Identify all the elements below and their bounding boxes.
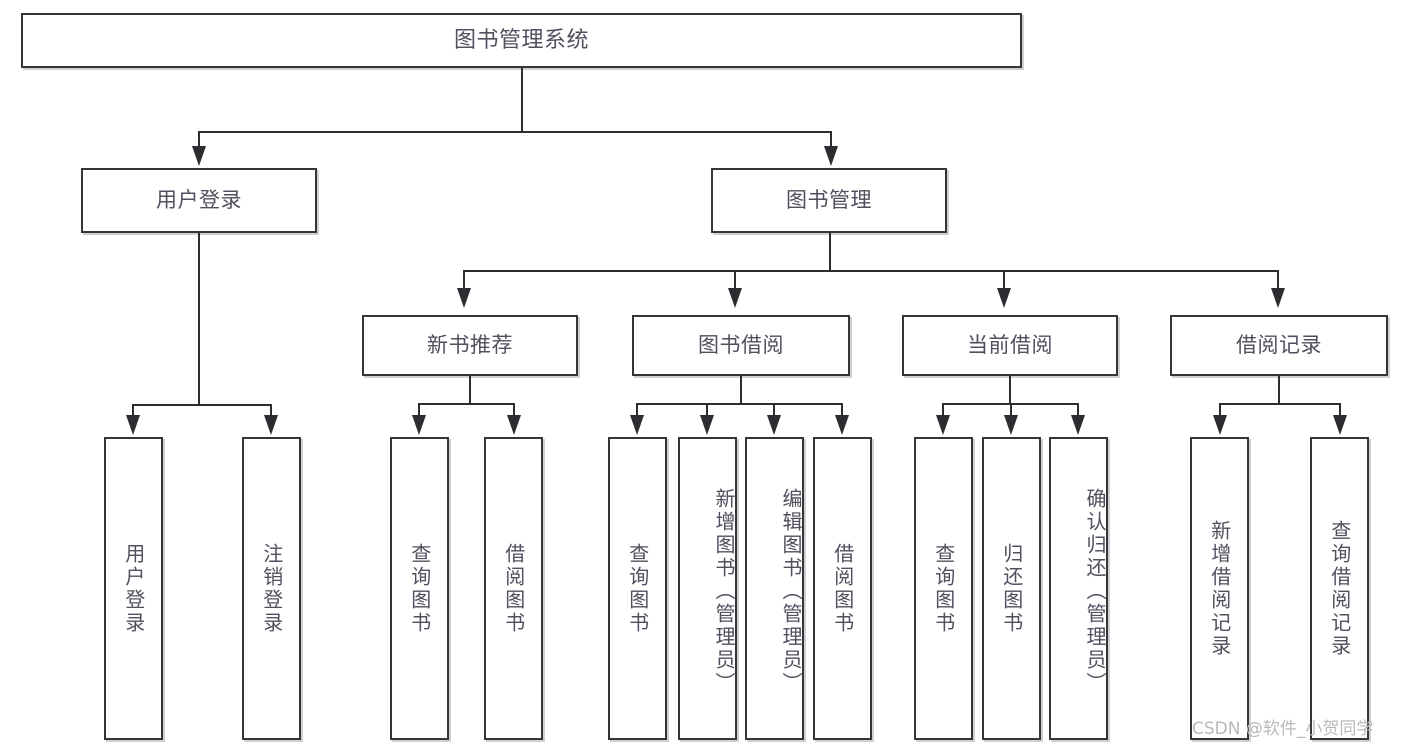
- connector-root-stem: [521, 68, 523, 132]
- arrow-to-book-management: [824, 146, 838, 166]
- arrow-to-recommend-leaf-2: [507, 415, 521, 435]
- arrow-to-book-borrow: [728, 288, 742, 308]
- leaf-recommend-borrow-book[interactable]: 借阅图书: [484, 437, 543, 740]
- leaf-borrow-query-book[interactable]: 查询图书: [608, 437, 667, 740]
- connector-current-leg-3: [1077, 403, 1079, 417]
- connector-book-mgmt-stem: [829, 233, 831, 271]
- connector-current-stem: [1009, 376, 1011, 404]
- leaf-record-add-borrow-record[interactable]: 新增借阅记录: [1190, 437, 1249, 740]
- connector-borrow-leg-1: [636, 403, 638, 417]
- node-borrow-record[interactable]: 借阅记录: [1170, 315, 1388, 376]
- arrow-to-borrow-record: [1271, 288, 1285, 308]
- connector-l3-leg-1: [463, 270, 465, 290]
- connector-borrow-leg-2: [706, 403, 708, 417]
- arrow-to-borrow-leaf-4: [835, 415, 849, 435]
- arrow-to-record-leaf-2: [1333, 415, 1347, 435]
- connector-current-leg-1: [942, 403, 944, 417]
- connector-record-stem: [1278, 376, 1280, 404]
- arrow-to-borrow-leaf-3: [767, 415, 781, 435]
- connector-user-login-bus: [132, 404, 270, 406]
- leaf-current-query-book[interactable]: 查询图书: [914, 437, 973, 740]
- connector-record-bus: [1219, 403, 1340, 405]
- arrow-to-borrow-leaf-2: [700, 415, 714, 435]
- connector-recommend-bus: [418, 403, 514, 405]
- leaf-record-query-borrow-record[interactable]: 查询借阅记录: [1310, 437, 1369, 740]
- leaf-user-login[interactable]: 用户登录: [104, 437, 163, 740]
- node-book-management[interactable]: 图书管理: [711, 168, 947, 233]
- leaf-current-return-book[interactable]: 归还图书: [982, 437, 1041, 740]
- arrow-to-recommend-leaf-1: [412, 415, 426, 435]
- arrow-to-login-leaf-2: [264, 415, 278, 435]
- leaf-current-confirm-return-admin[interactable]: 确认归还（管理员）: [1049, 437, 1108, 740]
- connector-root-leg-1: [198, 131, 200, 149]
- connector-user-login-leg-1: [132, 404, 134, 417]
- arrow-to-current-leaf-1: [936, 415, 950, 435]
- connector-borrow-leg-3: [773, 403, 775, 417]
- arrow-to-new-book-recommend: [457, 288, 471, 308]
- arrow-to-login-leaf-1: [126, 415, 140, 435]
- leaf-borrow-borrow-book[interactable]: 借阅图书: [813, 437, 872, 740]
- arrow-to-user-login: [192, 146, 206, 166]
- connector-recommend-stem: [469, 376, 471, 404]
- arrow-to-record-leaf-1: [1213, 415, 1227, 435]
- connector-root-leg-2: [830, 131, 832, 149]
- node-root-book-management-system[interactable]: 图书管理系统: [21, 13, 1022, 68]
- node-user-login[interactable]: 用户登录: [81, 168, 317, 233]
- connector-recommend-leg-1: [418, 403, 420, 417]
- arrow-to-current-leaf-3: [1071, 415, 1085, 435]
- connector-borrow-stem: [740, 376, 742, 404]
- node-book-borrow[interactable]: 图书借阅: [632, 315, 850, 376]
- connector-root-bus: [198, 131, 832, 133]
- connector-l3-leg-3: [1003, 270, 1005, 290]
- leaf-borrow-add-book-admin[interactable]: 新增图书（管理员）: [678, 437, 737, 740]
- connector-user-login-stem: [198, 233, 200, 405]
- connector-current-leg-2: [1010, 403, 1012, 417]
- arrow-to-current-leaf-2: [1004, 415, 1018, 435]
- leaf-borrow-edit-book-admin[interactable]: 编辑图书（管理员）: [745, 437, 804, 740]
- leaf-recommend-query-book[interactable]: 查询图书: [390, 437, 449, 740]
- connector-borrow-bus: [636, 403, 843, 405]
- arrow-to-borrow-leaf-1: [630, 415, 644, 435]
- connector-recommend-leg-2: [513, 403, 515, 417]
- connector-l3-leg-4: [1277, 270, 1279, 290]
- connector-user-login-leg-2: [270, 404, 272, 417]
- connector-record-leg-1: [1219, 403, 1221, 417]
- leaf-logout[interactable]: 注销登录: [242, 437, 301, 740]
- node-current-borrow[interactable]: 当前借阅: [902, 315, 1118, 376]
- watermark-csdn: CSDN @软件_小贺同学: [1192, 719, 1374, 739]
- arrow-to-current-borrow: [997, 288, 1011, 308]
- connector-record-leg-2: [1339, 403, 1341, 417]
- connector-book-mgmt-bus: [463, 270, 1279, 272]
- node-new-book-recommend[interactable]: 新书推荐: [362, 315, 578, 376]
- connector-borrow-leg-4: [841, 403, 843, 417]
- connector-l3-leg-2: [734, 270, 736, 290]
